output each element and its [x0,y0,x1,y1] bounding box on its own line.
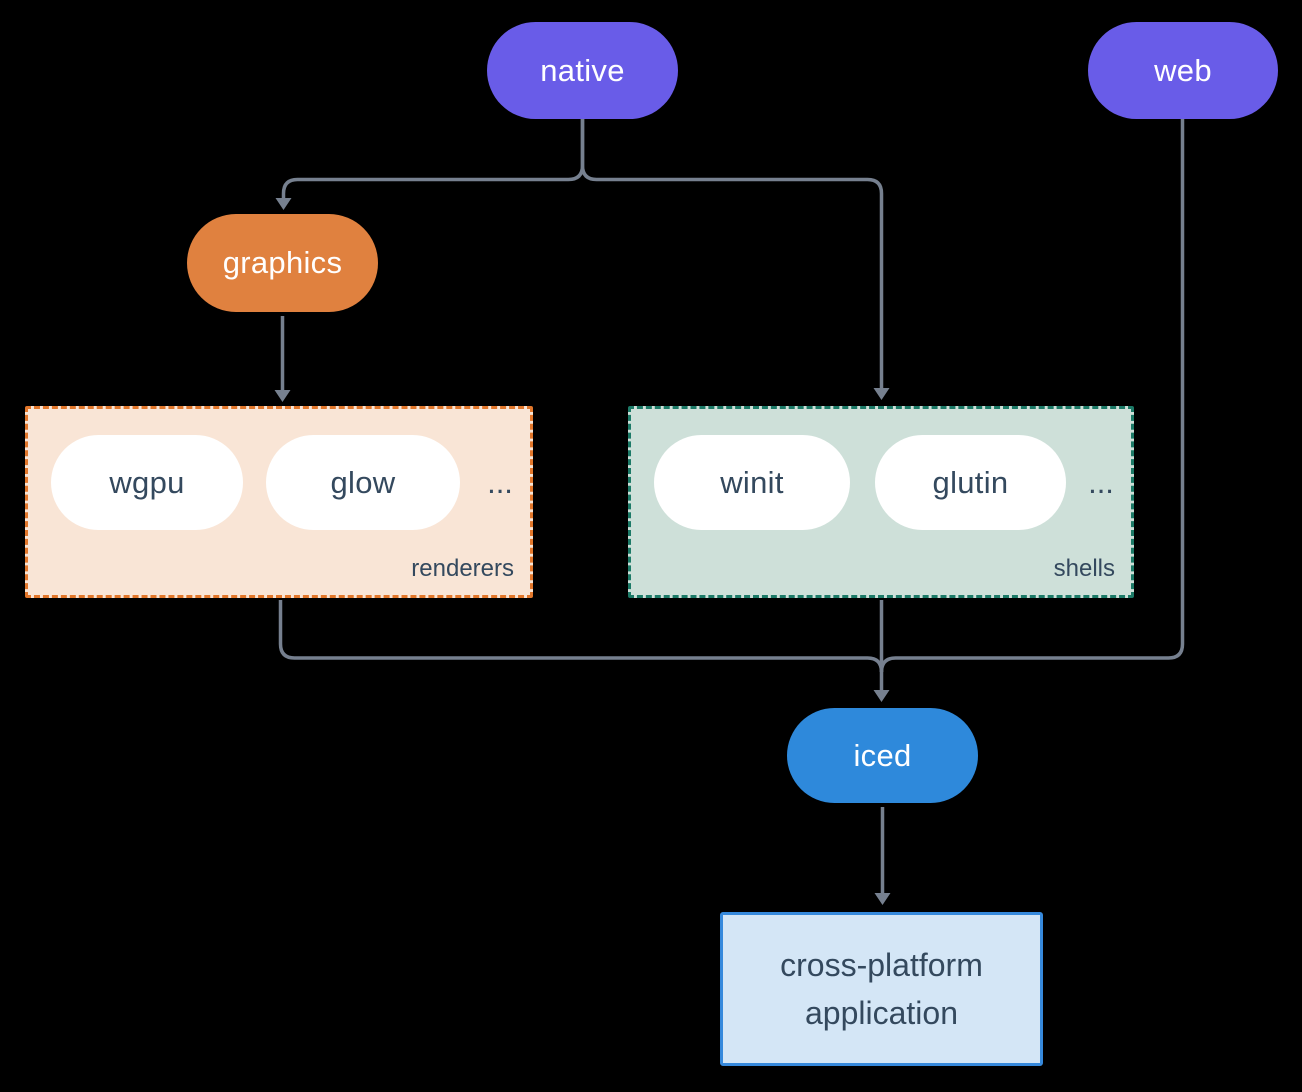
node-native-label: native [540,52,625,88]
edge-native-graphics [281,119,585,198]
node-web: web [1088,22,1278,119]
node-cross-platform-application: cross-platform application [720,912,1043,1066]
group-renderers: wgpu glow ... renderers [25,406,533,598]
renderers-group-label: renderers [411,555,514,582]
node-wgpu: wgpu [51,435,243,530]
node-glow: glow [266,435,460,530]
node-native: native [487,22,678,119]
arrowhead-iced-icon [873,690,890,702]
node-iced: iced [787,708,978,803]
shells-ellipsis: ... [1088,464,1114,500]
node-glutin: glutin [875,435,1066,530]
node-winit: winit [654,435,850,530]
arrowhead-app-icon [874,893,891,905]
arrowhead-shells-icon [873,388,890,400]
node-graphics-label: graphics [222,245,343,280]
group-shells: winit glutin ... shells [628,406,1134,598]
node-glutin-label: glutin [932,464,1009,500]
edge-native-shells [580,119,884,388]
arrowhead-renderers-icon [274,390,291,402]
node-web-label: web [1154,52,1212,88]
node-glow-label: glow [330,464,396,500]
node-iced-label: iced [853,737,912,773]
node-winit-label: winit [720,464,784,500]
node-app-label: cross-platform application [780,947,983,1031]
edge-renderers-iced [278,600,884,673]
node-wgpu-label: wgpu [109,464,185,500]
shells-group-label: shells [1053,555,1115,582]
arrowhead-graphics-icon [275,198,292,210]
renderers-ellipsis: ... [487,464,513,500]
node-graphics: graphics [187,214,378,312]
